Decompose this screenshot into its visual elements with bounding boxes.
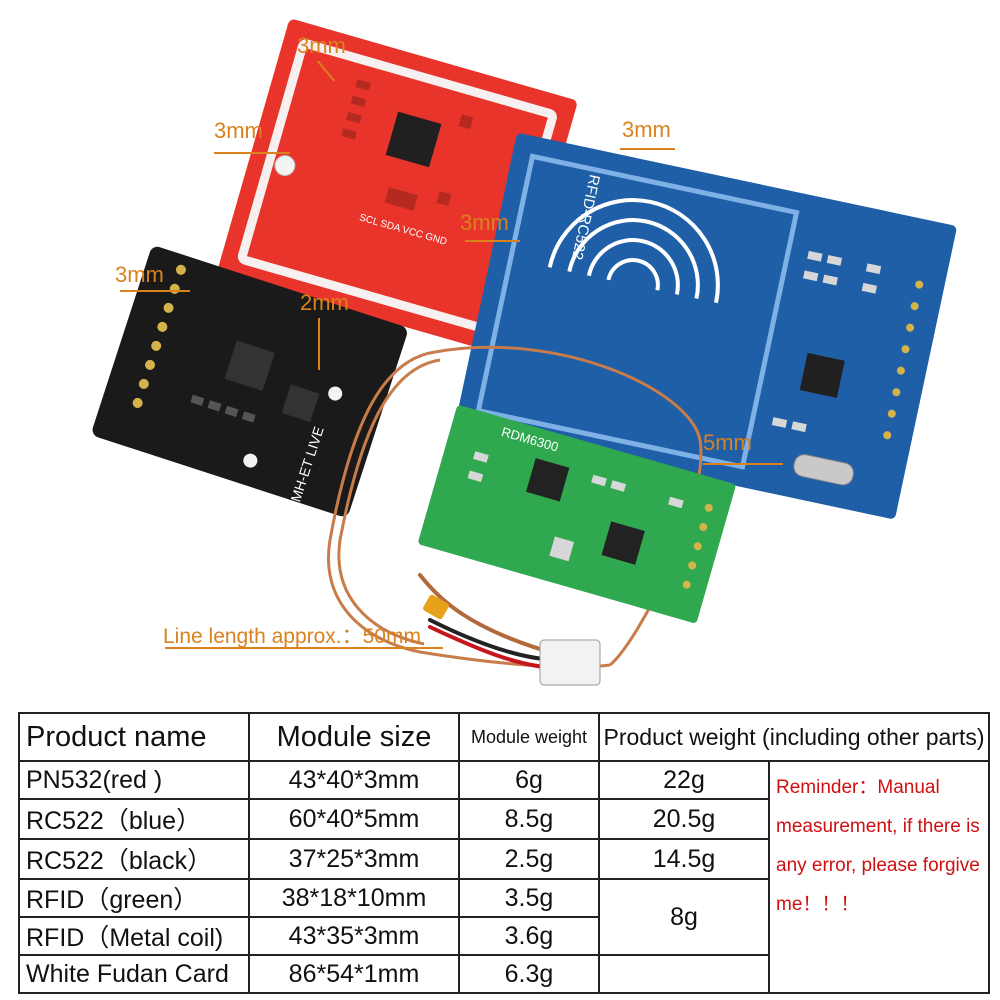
spec-table: Product name Module size Module weight P… [18,712,991,994]
cell-product-name: White Fudan Card [18,954,250,994]
table-row: RFID（green） 38*18*10mm 3.5g 8g [18,878,989,956]
cell-product-name: RC522（black） [18,838,250,880]
cell-product-name: RC522（blue） [18,798,250,840]
table-row: RC522（blue） 60*40*5mm 8.5g 20.5g [18,798,989,840]
dimension-red-left: 3mm [214,118,263,143]
line-length-note: Line length approx.：50mm [163,625,421,648]
cell-module-weight: 3.6g [458,916,600,956]
table-row: PN532(red ) 43*40*3mm 6g 22g Reminder：Ma… [18,760,991,994]
cell-module-size: 37*25*3mm [248,838,460,880]
cell-module-size: 43*40*3mm [248,760,460,800]
dimension-red-right: 3mm [460,210,509,235]
cell-product-weight: 22g [598,760,770,800]
header-product-weight: Product weight (including other parts) [597,712,991,762]
cell-product-weight: 14.5g [598,838,770,880]
table-row: RFID（Metal coil) 43*35*3mm 3.6g [18,916,989,956]
rc522-blue-board: RFID-RC522 [455,133,957,519]
dimension-blue-bottom: 5mm [703,430,752,455]
header-product-name: Product name [18,712,250,762]
cell-product-weight: 20.5g [598,798,770,840]
cell-product-weight-empty [598,954,770,994]
cell-product-name: RFID（Metal coil) [18,916,250,956]
rdm6300-green-board: RDM6300 [418,405,736,623]
wire-connector [539,639,601,686]
reminder-note: Reminder：Manual measurement, if there is… [767,760,991,994]
cell-module-weight: 2.5g [458,838,600,880]
rc522-black-board: MH-ET LIVE [92,246,407,517]
cell-module-weight: 6.3g [458,954,600,994]
table-row: RC522（black） 37*25*3mm 2.5g 14.5g [18,838,989,880]
cell-product-name: PN532(red ) [18,760,250,800]
table-row: White Fudan Card 86*54*1mm 6.3g [18,954,989,994]
cell-product-weight: 8g [598,878,770,956]
cell-module-size: 60*40*5mm [248,798,460,840]
dimension-red-top: 3mm [297,33,346,58]
dimension-black-hole: 2mm [300,290,349,315]
cell-product-name: RFID（green） [18,878,250,918]
dimension-black-left: 3mm [115,262,164,287]
header-module-size: Module size [248,712,460,762]
header-module-weight: Module weight [458,712,600,762]
cell-module-size: 38*18*10mm [248,878,460,918]
dimension-blue-top: 3mm [622,117,671,142]
cell-module-weight: 6g [458,760,600,800]
cell-module-weight: 3.5g [458,878,600,918]
cell-module-weight: 8.5g [458,798,600,840]
product-photo: SCL SDA VCC GND RFID-RC522 [92,19,957,686]
cell-module-size: 86*54*1mm [248,954,460,994]
cell-module-size: 43*35*3mm [248,916,460,956]
